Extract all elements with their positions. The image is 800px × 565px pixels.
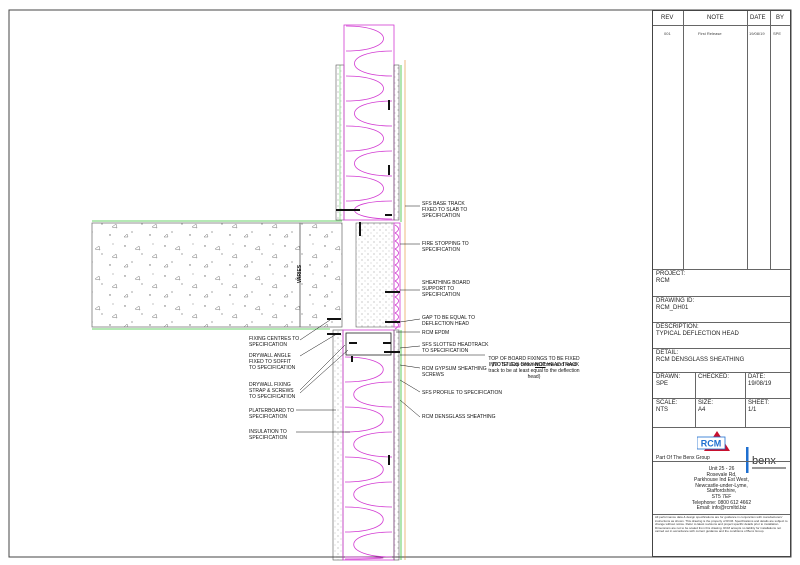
- label-insulation: INSULATION TO SPECIFICATION: [249, 429, 287, 441]
- drawing-id-value: RCM_DH01: [656, 305, 689, 311]
- address-line-5: Staffordshire,: [706, 488, 737, 495]
- label-drywall-angle: DRYWALL ANGLE FIXED TO SOFFIT TO SPECIFI…: [249, 353, 296, 371]
- fire-stopping: [355, 222, 401, 330]
- note-cell: First Release: [698, 31, 722, 36]
- rev-cell: 001: [664, 31, 671, 36]
- label-fixing-centres: FIXING CENTRES TO SPECIFICATION: [249, 336, 300, 348]
- label-plasterboard: PLATERBOARD TO SPECIFICATION: [249, 408, 295, 420]
- label-sfs-profile: SFS PROFILE TO SPECIFICATION: [422, 390, 503, 396]
- address-line-4: Newcastle-under-Lyme,: [695, 482, 748, 489]
- fixings: [327, 100, 400, 465]
- drawing-id-label: DRAWING ID:: [656, 298, 695, 304]
- rev-header: REV: [661, 15, 674, 21]
- description-value: TYPICAL DEFLECTION HEAD: [656, 331, 739, 337]
- by-cell: SPE: [773, 31, 782, 36]
- detail-label: DETAIL:: [656, 350, 679, 356]
- label-rcm-densglass: RCM DENSGLASS SHEATHING: [422, 414, 496, 420]
- scale-label: SCALE:: [656, 400, 678, 406]
- label-sheathing-support: SHEATHING BOARD SUPPORT TO SPECIFICATION: [422, 280, 470, 298]
- note-header: NOTE: [707, 15, 724, 21]
- date-value: 19/08/19: [748, 381, 772, 387]
- rcm-logo: RCM: [697, 431, 730, 451]
- top-fixings-prefix: TOP OF BOARD FIXINGS TO BE FIXED INTO ST…: [488, 356, 580, 368]
- size-label: SIZE:: [698, 400, 714, 406]
- label-top-fixings-note: (NOTE! Gap between screw and head track …: [488, 362, 580, 380]
- rcm-logo-text: RCM: [701, 439, 722, 449]
- label-fire-stopping: FIRE STOPPING TO SPECIFICATION: [422, 241, 469, 253]
- project-value: RCM: [656, 278, 670, 284]
- slab-dimension-label: VARIES: [297, 264, 304, 284]
- concrete-slab: [91, 220, 343, 330]
- label-slotted-headtrack: SFS SLOTTED HEADTRACK TO SPECIFICATION: [422, 342, 489, 354]
- group-text: Part Of The Benx Group: [656, 455, 710, 461]
- address-line-1: Unit 25 - 26: [708, 466, 735, 472]
- sheet-label: SHEET:: [748, 400, 770, 406]
- date-cell: 19/08/19: [749, 31, 765, 36]
- top-fixings-suffix: HEAD TRACK: [545, 362, 580, 368]
- label-top-fixings: TOP OF BOARD FIXINGS TO BE FIXED INTO ST…: [484, 350, 584, 368]
- disclaimer-text: All performance data & design specificat…: [655, 515, 788, 534]
- lower-wall: [332, 329, 402, 561]
- upper-wall: [335, 24, 406, 560]
- label-drywall-fixing: DRYWALL FIXING STRAP & SCREWS TO SPECIFI…: [249, 382, 296, 400]
- project-label: PROJECT:: [656, 271, 686, 277]
- sheet-value: 1/1: [748, 407, 757, 413]
- leader-lines: [296, 205, 485, 433]
- address-email: Email: info@rcmltd.biz: [696, 505, 747, 512]
- label-gypsum-screws: RCM GYPSUM SHEATHING SCREWS: [422, 366, 487, 378]
- size-value: A4: [698, 407, 706, 413]
- date-header: DATE: [750, 15, 766, 21]
- label-rcm-epdm: RCM EPDM: [422, 330, 450, 336]
- by-header: BY: [776, 15, 785, 21]
- label-gap-deflection: GAP TO BE EQUAL TO DEFLECTION HEAD: [422, 315, 475, 327]
- address-line-2: Rosevale Rd,: [706, 471, 737, 478]
- drawn-label: DRAWN:: [656, 374, 681, 380]
- description-label: DESCRIPTION:: [656, 324, 699, 330]
- date-label: DATE:: [748, 374, 766, 380]
- detail-value: RCM DENSGLASS SHEATHING: [656, 357, 745, 363]
- address-phone: Telephone: 0800 612 4662: [691, 499, 752, 506]
- scale-value: NTS: [656, 407, 668, 413]
- deflection-head-detail: [91, 24, 485, 561]
- top-fixings-not: NOT: [535, 362, 546, 368]
- address-line-3: Parkhouse Ind Est West,: [694, 477, 749, 484]
- address-block: Unit 25 - 26 Rosevale Rd, Parkhouse Ind …: [653, 466, 790, 512]
- drawn-value: SPE: [656, 381, 669, 387]
- label-sfs-base-track: SFS BASE TRACK FIXED TO SLAB TO SPECIFIC…: [422, 201, 468, 219]
- checked-label: CHECKED:: [698, 374, 730, 380]
- title-block: REV NOTE DATE BY 001 First Release 19/08…: [652, 10, 791, 557]
- address-line-6: ST5 7EF: [711, 493, 732, 500]
